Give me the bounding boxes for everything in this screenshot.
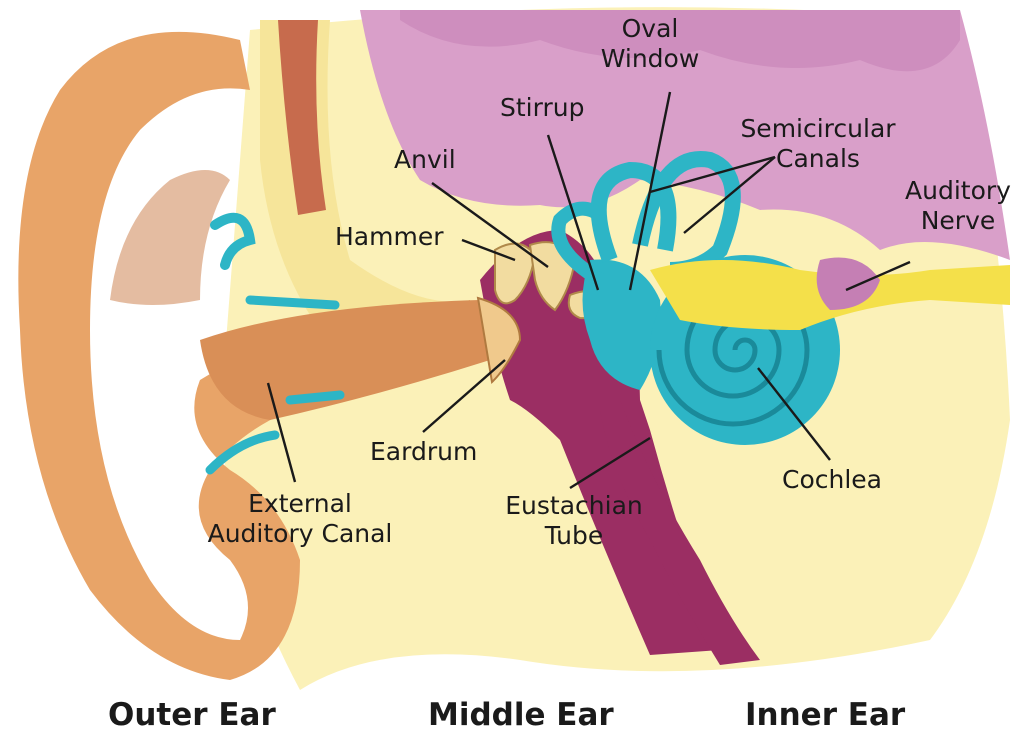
label-eustachian-tube: Eustachian Tube [494, 491, 654, 551]
label-external-auditory-canal: External Auditory Canal [190, 489, 410, 549]
label-stirrup: Stirrup [500, 93, 584, 123]
label-auditory-nerve: Auditory Nerve [895, 176, 1021, 236]
label-canal-line2: Auditory Canal [190, 519, 410, 549]
label-canal-line1: External [190, 489, 410, 519]
region-inner-ear: Inner Ear [745, 697, 905, 733]
pinna-shadow [110, 170, 230, 305]
label-eustachian-line2: Tube [494, 521, 654, 551]
label-semicircular-canals: Semicircular Canals [728, 114, 908, 174]
label-hammer: Hammer [335, 222, 443, 252]
label-eardrum: Eardrum [370, 437, 477, 467]
label-nerve-line2: Nerve [895, 206, 1021, 236]
label-nerve-line1: Auditory [895, 176, 1021, 206]
label-cochlea: Cochlea [782, 465, 882, 495]
region-outer-ear: Outer Ear [108, 697, 276, 733]
label-oval-window-line1: Oval [585, 14, 715, 44]
label-anvil: Anvil [394, 145, 456, 175]
label-oval-window-line2: Window [585, 44, 715, 74]
label-oval-window: Oval Window [585, 14, 715, 74]
region-middle-ear: Middle Ear [428, 697, 614, 733]
label-canals-line1: Semicircular [728, 114, 908, 144]
vessel-outer-2 [250, 300, 335, 305]
vessel-outer-3 [290, 395, 340, 400]
label-canals-line2: Canals [728, 144, 908, 174]
label-eustachian-line1: Eustachian [494, 491, 654, 521]
